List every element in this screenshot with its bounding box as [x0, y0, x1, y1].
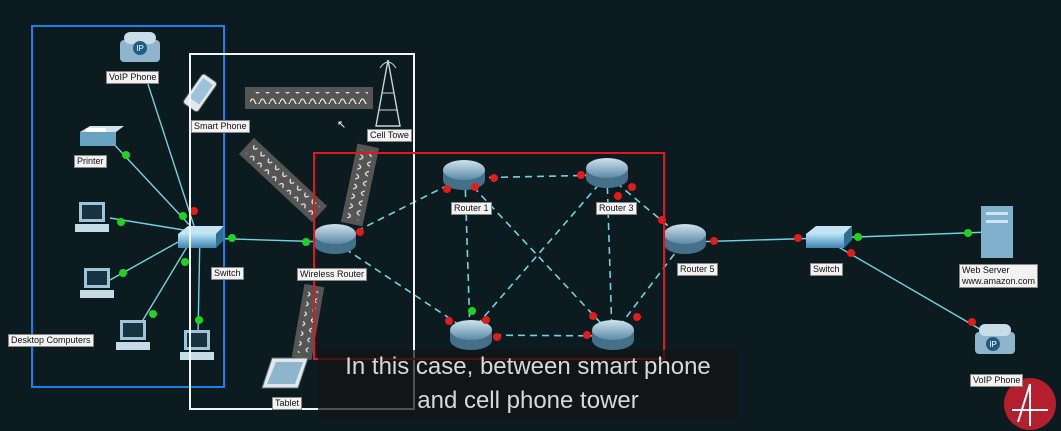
web-server-name: Web Server — [962, 265, 1010, 275]
caption-line-2: and cell phone tower — [417, 387, 639, 414]
printer-icon[interactable] — [80, 126, 124, 146]
mouse-cursor-icon: ↖ — [337, 119, 347, 131]
wireless-router-icon[interactable] — [314, 224, 356, 254]
switch-right-label: Switch — [810, 263, 843, 276]
port-status-down — [190, 171, 976, 341]
end-devices-zone — [31, 25, 225, 388]
desktop-icon[interactable] — [80, 268, 114, 298]
router-icon[interactable] — [664, 224, 706, 254]
svg-text:IP: IP — [989, 340, 997, 349]
desktop-icon[interactable] — [116, 320, 150, 350]
wireless-signal-tower-router — [340, 143, 380, 227]
logo-icon — [1004, 378, 1056, 430]
wireless-signal-smartphone-router — [238, 137, 328, 223]
server-icon[interactable] — [981, 206, 1013, 258]
caption-line-1: In this case, between smart phone — [345, 353, 711, 380]
switch-label: Switch — [211, 267, 244, 280]
router5-label: Router 5 — [677, 263, 718, 276]
smart-phone-label: Smart Phone — [191, 120, 250, 133]
router-icon[interactable] — [592, 320, 634, 350]
router1-label: Router 1 — [451, 202, 492, 215]
port-status-up — [117, 151, 972, 324]
svg-text:IP: IP — [136, 44, 144, 53]
voip-phone-right-label: VoIP Phone — [970, 374, 1024, 387]
voip-phone-icon[interactable]: IP — [975, 324, 1015, 354]
printer-label: Printer — [74, 155, 107, 168]
voip-phone-icon[interactable]: IP — [120, 32, 160, 62]
cell-tower-label: Cell Towe — [367, 129, 412, 142]
web-server-domain: www.amazon.com — [962, 276, 1036, 286]
tablet-icon[interactable] — [261, 357, 309, 389]
router-icon[interactable] — [586, 158, 628, 188]
subtitle-caption: In this case, between smart phone and ce… — [318, 350, 738, 418]
desktop-icon[interactable] — [75, 202, 109, 232]
cell-tower-icon[interactable] — [375, 59, 401, 127]
router-mesh-zone — [313, 152, 665, 360]
desktop-computers-label: Desktop Computers — [8, 334, 94, 347]
router-icon[interactable] — [450, 320, 492, 350]
wireless-router-label: Wireless Router — [297, 268, 368, 281]
tablet-label: Tablet — [272, 397, 303, 410]
wireless-signal-smartphone-tower — [245, 87, 373, 109]
switch-icon[interactable] — [806, 226, 852, 248]
web-server-label: Web Server www.amazon.com — [959, 264, 1039, 288]
router3-label: Router 3 — [596, 202, 637, 215]
voip-phone-label: VoIP Phone — [106, 71, 160, 84]
